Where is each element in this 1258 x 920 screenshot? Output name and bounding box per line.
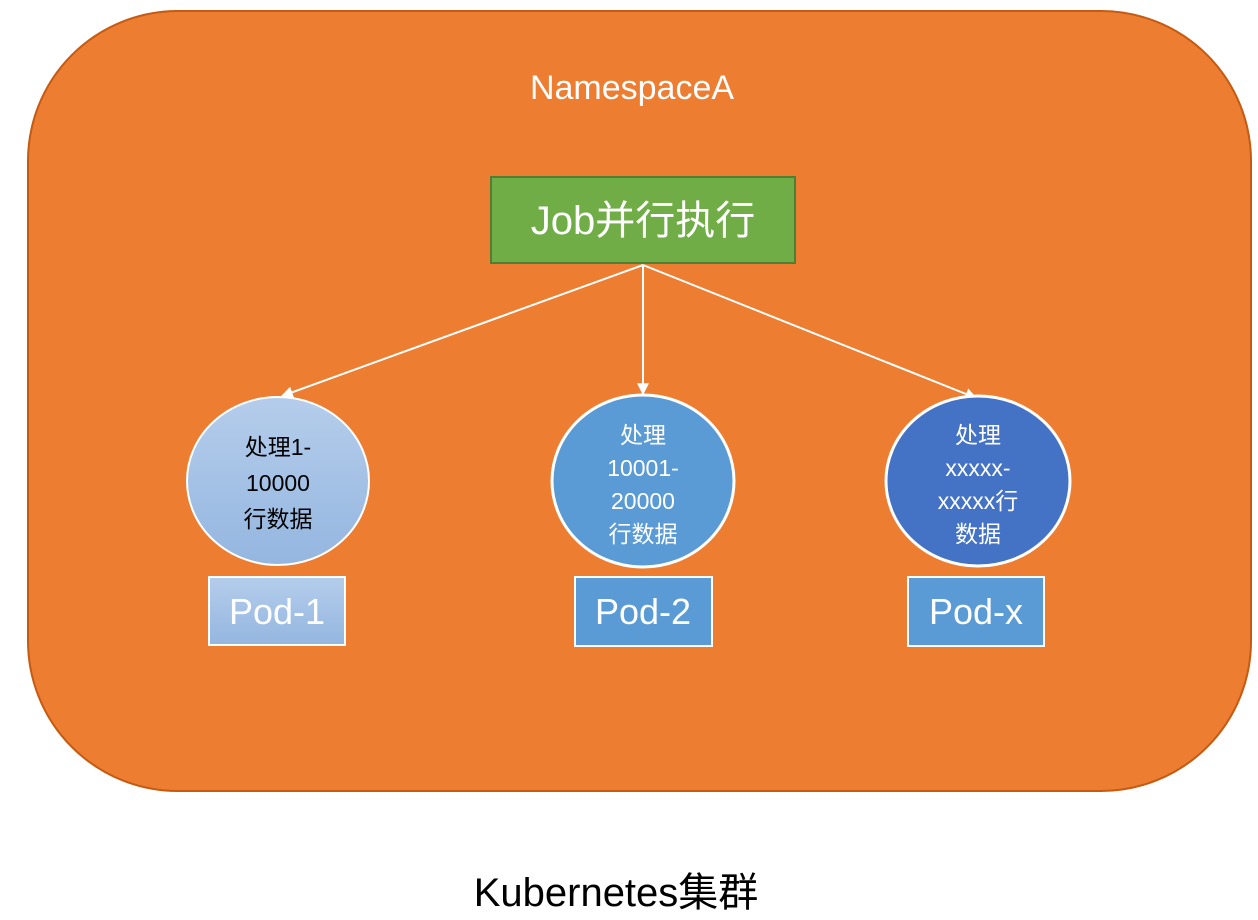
pod-2-label: Pod-2 [595,591,691,632]
pod-x-label: Pod-x [929,591,1023,632]
namespace-label: NamespaceA [530,69,734,107]
pod-1-task-line: 行数据 [244,506,313,532]
pod-2-task-line: 20000 [611,488,675,514]
pod-1-label: Pod-1 [229,591,325,632]
pod-1-task-circle [186,396,370,566]
pod-2-task-circle [550,393,736,569]
pod-2-task-line: 行数据 [609,521,678,547]
job-box [490,176,796,264]
pod-x-task-line: 数据 [955,521,1001,547]
pod-x-box [907,576,1045,647]
pod-2-box [574,576,713,647]
cluster-label: Kubernetes集群 [474,871,759,915]
arrow-to-pod-1 [280,264,644,398]
pod-1-box [208,576,346,646]
pod-x-task-circle [884,394,1072,568]
pod-2-task-line: 10001- [607,455,679,481]
pod-1-task-line: 10000 [246,470,310,496]
pod-2-task-line: 处理 [620,422,666,448]
pod-x-task-line: xxxxx- [945,455,1010,481]
pod-1-task-line: 处理1- [245,434,311,460]
pod-x-task-line: xxxxx行 [938,488,1019,514]
job-label: Job并行执行 [531,199,756,243]
arrow-to-pod-x [642,264,978,400]
pod-x-task-line: 处理 [955,422,1001,448]
